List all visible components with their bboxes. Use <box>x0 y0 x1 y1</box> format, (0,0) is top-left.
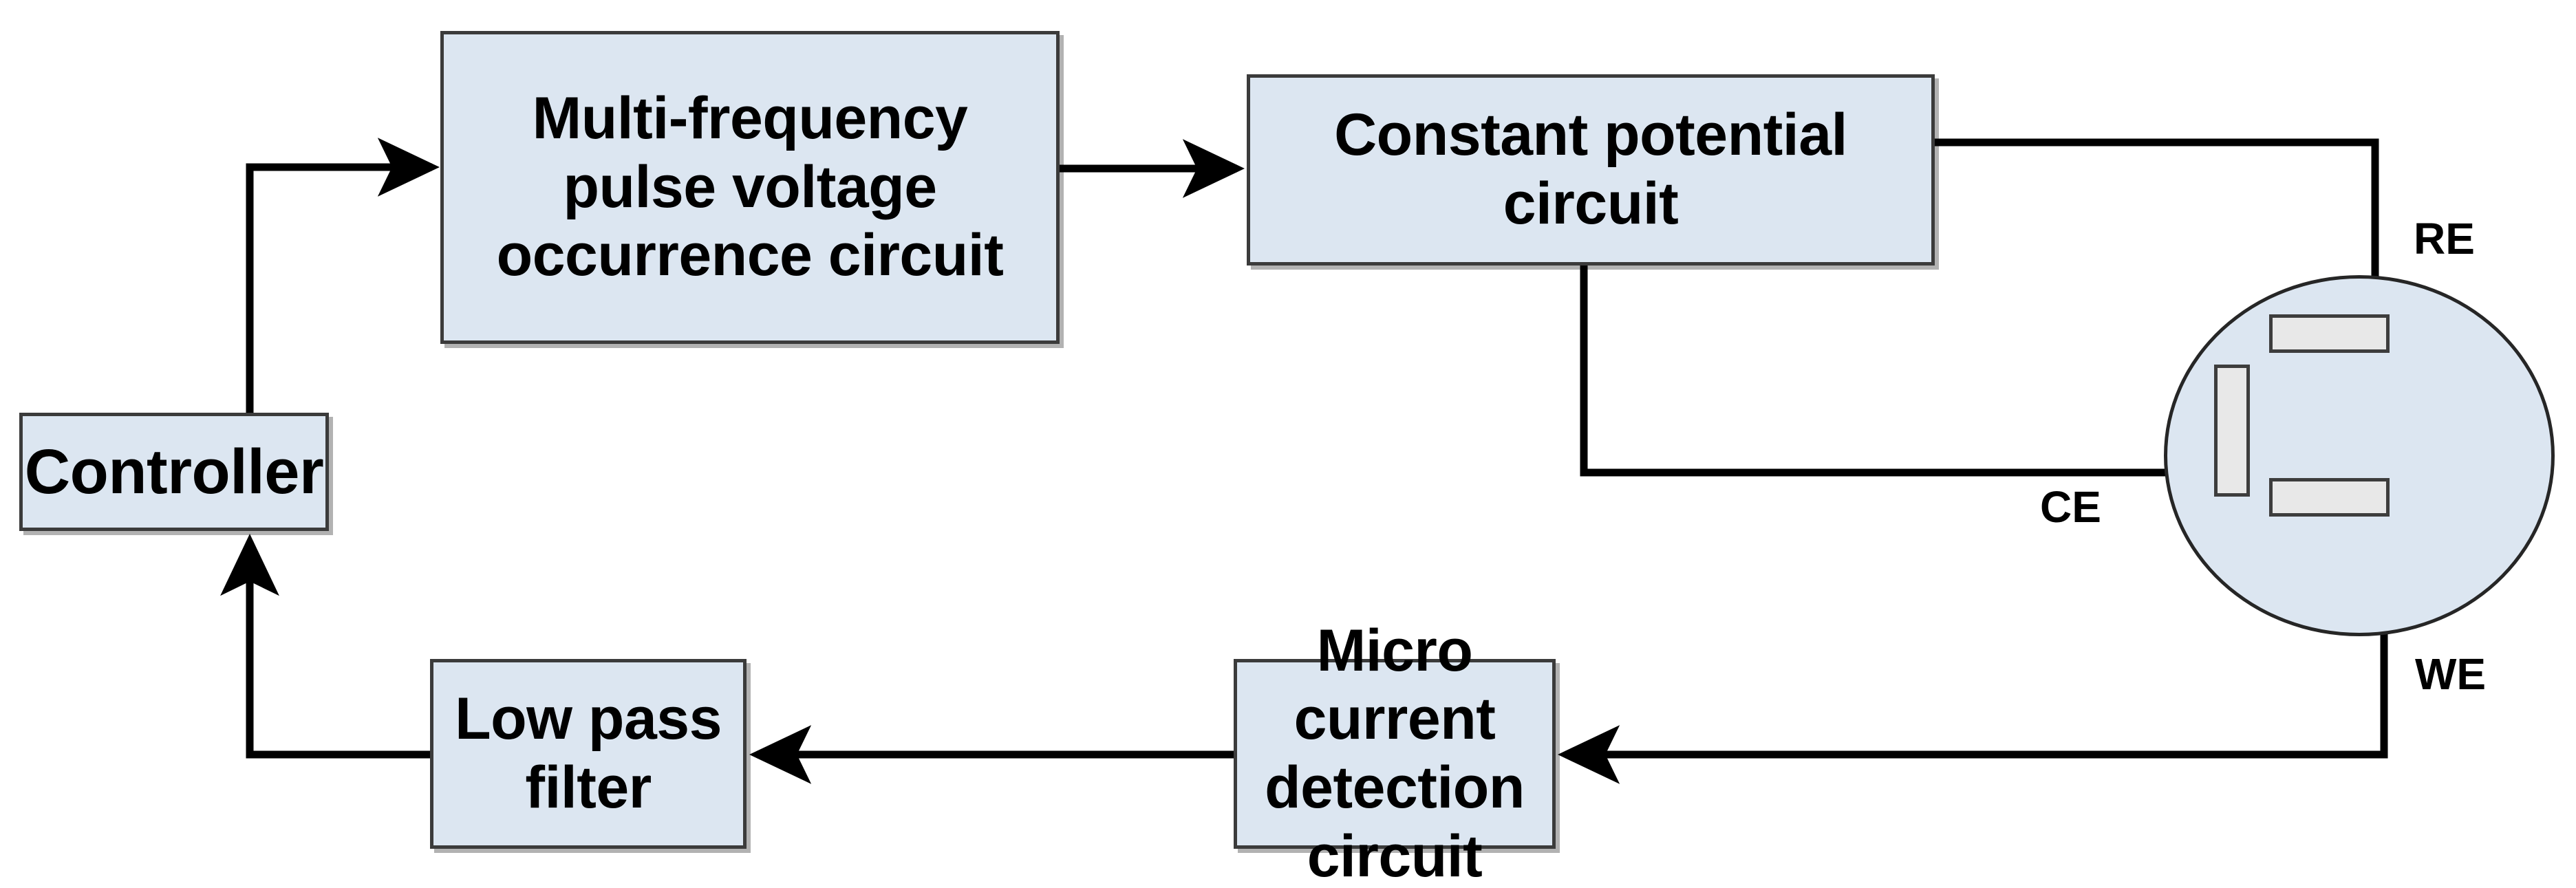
block-label-line: Micro current <box>1294 617 1496 752</box>
block-micro-current-detection-circuit[interactable]: Micro current detection circuit <box>1234 618 1556 888</box>
label-re: RE <box>2414 214 2475 263</box>
block-label-line: Controller <box>24 436 324 507</box>
block-label-line: Multi-frequency <box>532 85 968 151</box>
block-label-line: occurrence circuit <box>496 222 1004 289</box>
wire-lowpass-to-controller <box>220 533 430 759</box>
block-label-line: pulse voltage <box>563 153 937 220</box>
wire-we-to-microcurrent <box>1557 631 2388 784</box>
reference-electrode-bar <box>2269 314 2390 353</box>
wire-constpot-to-ce <box>1580 266 2171 477</box>
counter-electrode-bar <box>2214 365 2250 497</box>
block-controller[interactable]: Controller <box>19 413 329 531</box>
block-constant-potential-circuit[interactable]: Constant potential circuit <box>1247 74 1935 266</box>
label-we: WE <box>2415 649 2487 699</box>
block-label-line: filter <box>525 755 652 821</box>
block-label-line: Low pass <box>455 686 722 752</box>
electrochemical-cell[interactable] <box>2164 275 2555 636</box>
block-low-pass-filter[interactable]: Low pass filter <box>430 659 747 849</box>
block-label-line: circuit <box>1503 171 1679 237</box>
wire-controller-to-multifreq <box>246 138 440 413</box>
wire-constpot-to-re <box>1935 138 2379 281</box>
block-label-line: Constant potential <box>1334 102 1847 169</box>
label-ce: CE <box>2040 482 2101 532</box>
block-label-line: detection circuit <box>1265 755 1525 888</box>
working-electrode-bar <box>2269 478 2390 517</box>
block-multi-frequency-pulse-voltage-occurrence-circuit[interactable]: Multi-frequency pulse voltage occurrence… <box>440 31 1060 344</box>
